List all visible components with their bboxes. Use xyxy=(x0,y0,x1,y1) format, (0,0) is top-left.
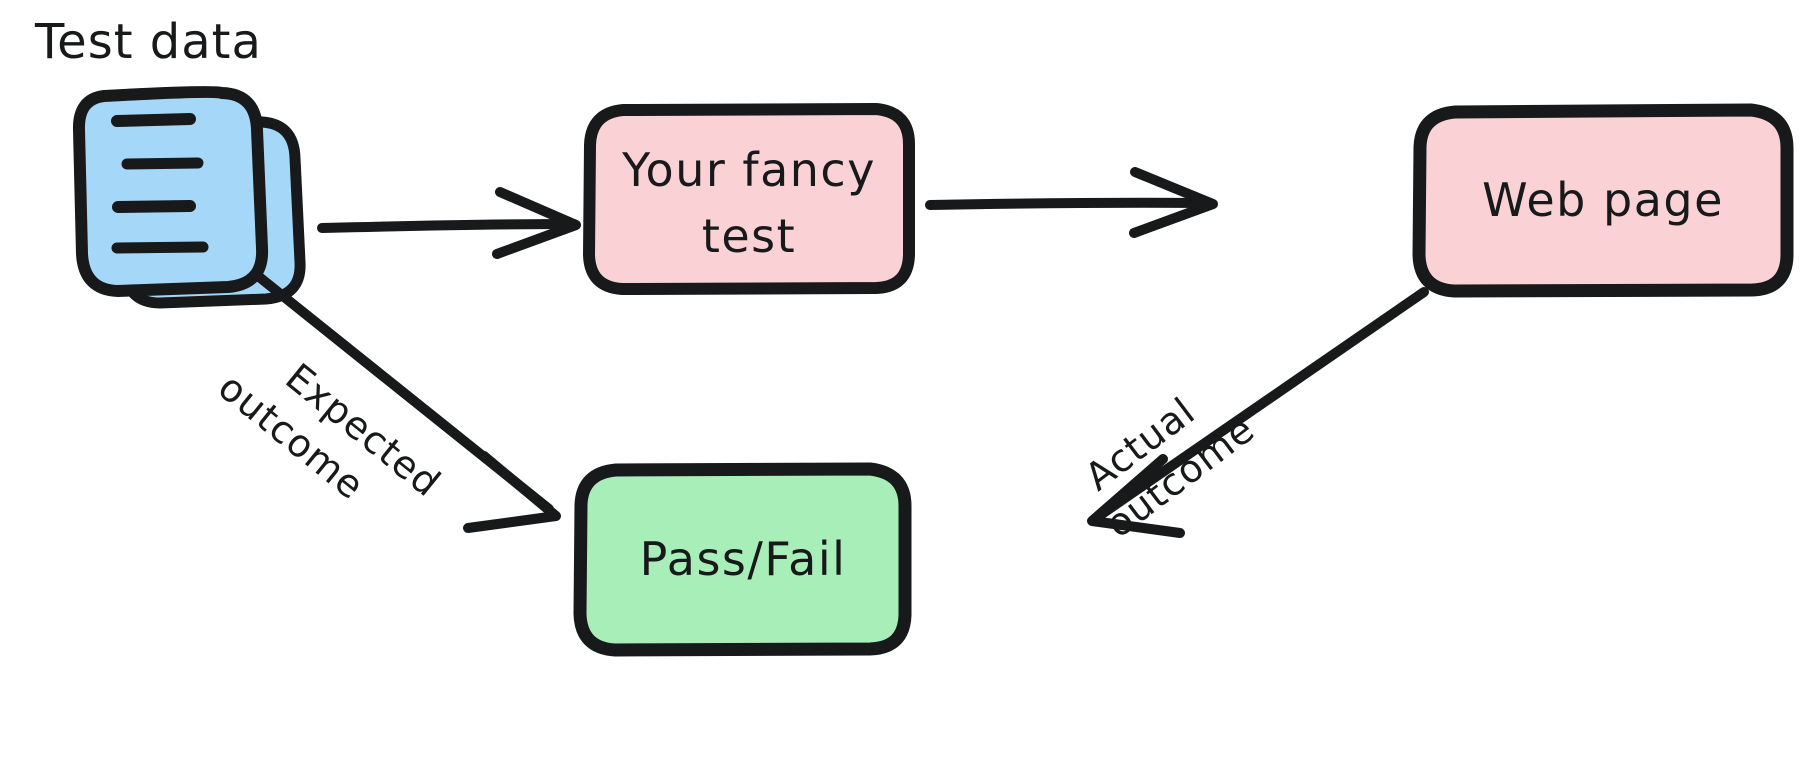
node-web-page[interactable]: Web page xyxy=(1412,103,1794,298)
document-stack-icon[interactable] xyxy=(72,86,306,309)
edge-data-to-result-arrowhead xyxy=(463,451,561,533)
your-fancy-test-outline xyxy=(583,103,915,295)
pass-fail-outline xyxy=(573,462,912,657)
web-page-label: Web page xyxy=(1482,173,1724,227)
document-line-1 xyxy=(111,113,196,127)
document-line-2 xyxy=(121,157,204,170)
document-line-4 xyxy=(111,241,209,254)
pass-fail-label: Pass/Fail xyxy=(640,532,847,586)
edge-data-to-test xyxy=(317,187,581,259)
your-fancy-test-label-line2: test xyxy=(702,209,796,263)
edge-test-to-page-line xyxy=(925,197,1215,210)
edge-test-to-page xyxy=(925,167,1218,238)
document-front-outline xyxy=(72,86,269,297)
document-front-sheet xyxy=(78,92,263,290)
test-data-title: Test data xyxy=(34,14,262,70)
document-line-3 xyxy=(112,200,196,213)
your-fancy-test-label-line1: Your fancy xyxy=(621,143,876,197)
web-page-outline xyxy=(1412,103,1794,298)
node-your-fancy-test[interactable]: Your fancy test xyxy=(583,103,915,295)
edge-page-to-result-line xyxy=(1094,287,1429,521)
edge-data-to-test-arrowhead xyxy=(492,187,581,259)
edge-data-to-result-label: Expected outcome xyxy=(210,355,449,508)
edge-page-to-result: Actual outcome xyxy=(1077,287,1429,546)
your-fancy-test-fill xyxy=(589,110,909,288)
edge-data-to-test-line xyxy=(317,219,579,233)
web-page-fill xyxy=(1419,112,1787,290)
node-pass-fail[interactable]: Pass/Fail xyxy=(573,462,912,657)
edge-page-to-result-arrowhead xyxy=(1087,454,1185,538)
edge-test-to-page-arrowhead xyxy=(1129,167,1218,238)
pass-fail-fill xyxy=(580,470,905,650)
edge-data-to-result: Expected outcome xyxy=(210,271,561,533)
